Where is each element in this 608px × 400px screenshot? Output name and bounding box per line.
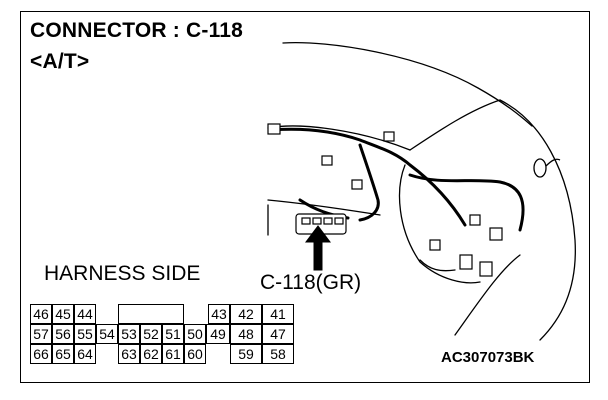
pin-54: 54 [96,324,118,344]
pin-47: 47 [262,324,294,344]
cowl-outline [282,41,533,127]
harness-branch-down [358,143,380,222]
transmission-variant: <A/T> [30,50,90,73]
empty-housing-cavity [118,304,184,324]
pin-45: 45 [52,304,74,324]
c118-cavity [301,217,311,225]
c118-cavity [334,217,344,225]
grommet-wire [545,158,561,167]
harness-main [270,127,467,227]
pin-60: 60 [184,344,206,364]
harness-connector [383,131,395,142]
harness-connector [429,239,441,251]
harness-connector [321,155,333,166]
pin-64: 64 [74,344,96,364]
harness-connector [351,179,363,190]
lower-curve [454,254,521,336]
pin-41: 41 [262,304,294,324]
c118-cavity [312,217,322,225]
harness-connector [459,254,473,270]
pin-49: 49 [206,324,230,344]
connector-callout-label: C-118(GR) [260,271,362,294]
c118-cavity [323,217,333,225]
harness-connector [469,214,481,226]
panel-edge [398,164,481,284]
figure-code: AC307073BK [441,349,535,366]
harness-connector [267,123,281,135]
pin-65: 65 [52,344,74,364]
pin-50: 50 [184,324,206,344]
pin-53: 53 [118,324,140,344]
pin-58: 58 [262,344,294,364]
pin-55: 55 [74,324,96,344]
pin-56: 56 [52,324,74,344]
harness-connector [479,261,493,277]
pin-66: 66 [30,344,52,364]
diagram-frame [20,11,590,383]
pin-62: 62 [140,344,162,364]
pin-42: 42 [230,304,262,324]
pin-44: 44 [74,304,96,324]
pin-61: 61 [162,344,184,364]
pin-46: 46 [30,304,52,324]
pin-43: 43 [208,304,230,324]
pin-63: 63 [118,344,140,364]
hood-curve [499,99,576,341]
pin-52: 52 [140,324,162,344]
door-opening [409,99,501,151]
pin-59: 59 [230,344,262,364]
harness-branch-right [408,173,525,232]
side-line [419,259,456,272]
pin-48: 48 [230,324,262,344]
connector-title: CONNECTOR : C-118 [30,19,244,42]
harness-connector [489,227,503,241]
c118-pointer-arrow [305,225,331,271]
pin-57: 57 [30,324,52,344]
grommet [533,158,547,178]
harness-side-label: HARNESS SIDE [44,262,201,285]
pin-51: 51 [162,324,184,344]
